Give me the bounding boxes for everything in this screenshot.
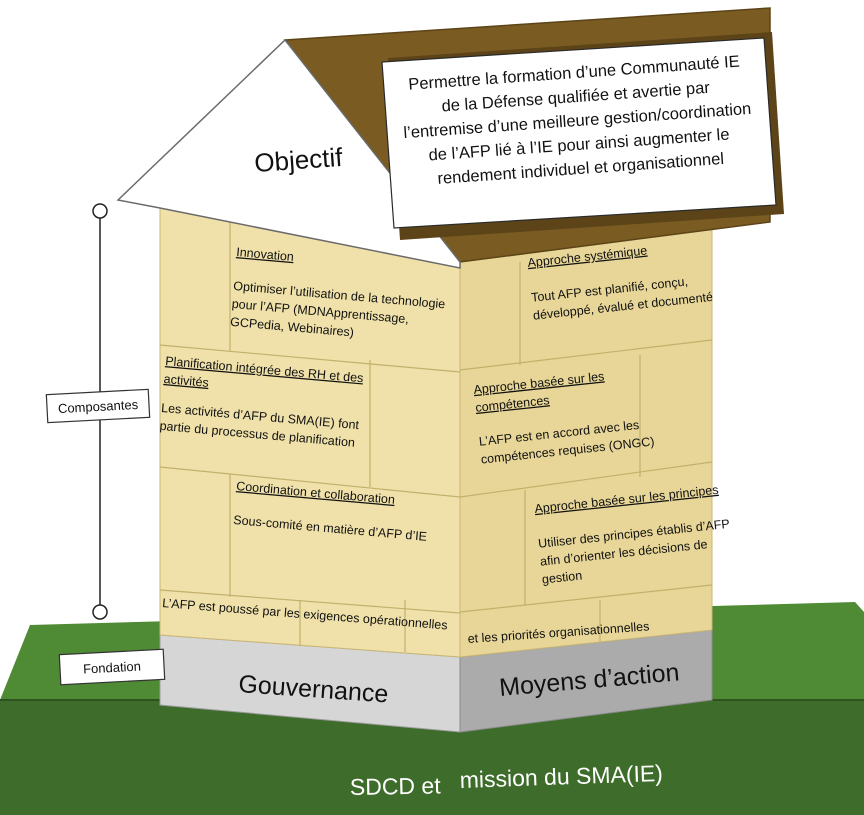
side-brick-lines	[459, 262, 713, 642]
foundation-label-box: Fondation	[58, 648, 166, 686]
components-label: Composantes	[58, 397, 139, 416]
roof-gable	[116, 38, 461, 269]
bracket-top-node	[92, 203, 108, 219]
objective-label: Objectif	[253, 142, 344, 178]
foundation-label: Fondation	[83, 658, 142, 676]
components-label-box: Composantes	[45, 388, 151, 424]
block-body-line: gestion	[541, 568, 583, 586]
ground-label-part1: SDCD et	[350, 772, 442, 800]
front-brick-lines	[159, 215, 461, 652]
objective-text: Permettre la formation d’une Communauté …	[403, 53, 752, 188]
ground-front	[0, 700, 864, 815]
objective-sign	[381, 37, 777, 229]
bracket-bottom-node	[92, 604, 108, 620]
block-heading: Innovation	[236, 245, 295, 264]
block-heading: activités	[163, 372, 209, 390]
